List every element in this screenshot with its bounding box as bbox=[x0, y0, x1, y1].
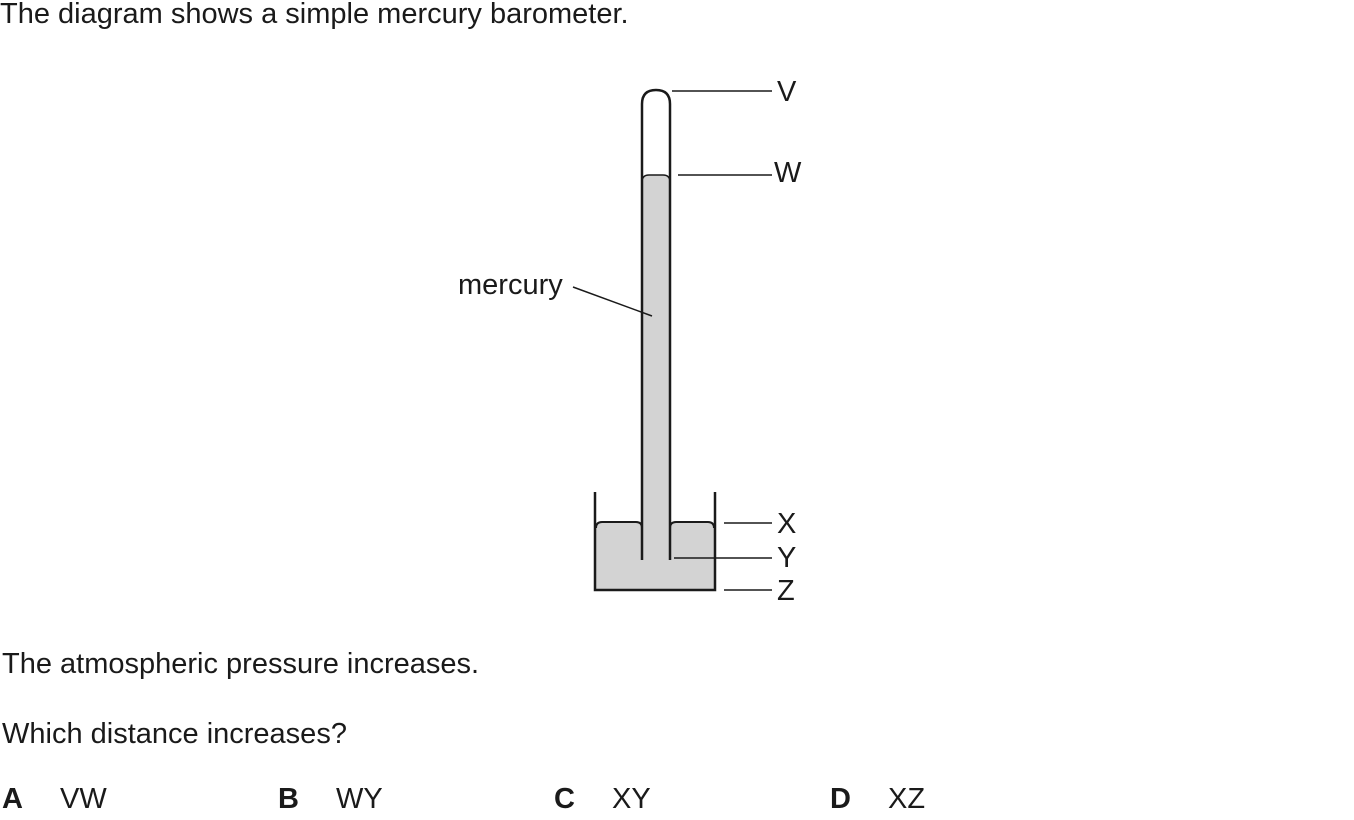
option-c[interactable]: C XY bbox=[554, 785, 651, 814]
barometer-diagram: V W X Y Z mercury bbox=[458, 76, 802, 607]
option-d[interactable]: D XZ bbox=[830, 785, 925, 814]
label-x: X bbox=[777, 508, 796, 540]
option-b[interactable]: B WY bbox=[278, 785, 383, 814]
label-v: V bbox=[777, 76, 797, 108]
dish-mercury bbox=[596, 522, 714, 590]
label-z: Z bbox=[777, 575, 795, 607]
option-text: XZ bbox=[888, 783, 926, 815]
label-y: Y bbox=[777, 542, 796, 574]
label-mercury: mercury bbox=[458, 269, 563, 301]
statement-text: The atmospheric pressure increases. bbox=[2, 648, 480, 680]
leader-line-mercury bbox=[572, 286, 653, 317]
option-text: VW bbox=[60, 783, 107, 815]
option-a[interactable]: A VW bbox=[2, 785, 107, 814]
option-text: WY bbox=[336, 783, 383, 815]
label-w: W bbox=[774, 157, 802, 189]
option-letter: C bbox=[554, 783, 575, 815]
option-letter: A bbox=[2, 783, 23, 815]
question-text: Which distance increases? bbox=[2, 718, 347, 750]
tube-mercury-column bbox=[642, 175, 670, 560]
intro-text: The diagram shows a simple mercury barom… bbox=[0, 0, 629, 30]
option-letter: B bbox=[278, 783, 299, 815]
dish-outline bbox=[593, 492, 717, 592]
tube-outline bbox=[640, 88, 672, 560]
option-letter: D bbox=[830, 783, 851, 815]
mercury-meniscus bbox=[641, 174, 671, 183]
option-text: XY bbox=[612, 783, 651, 815]
